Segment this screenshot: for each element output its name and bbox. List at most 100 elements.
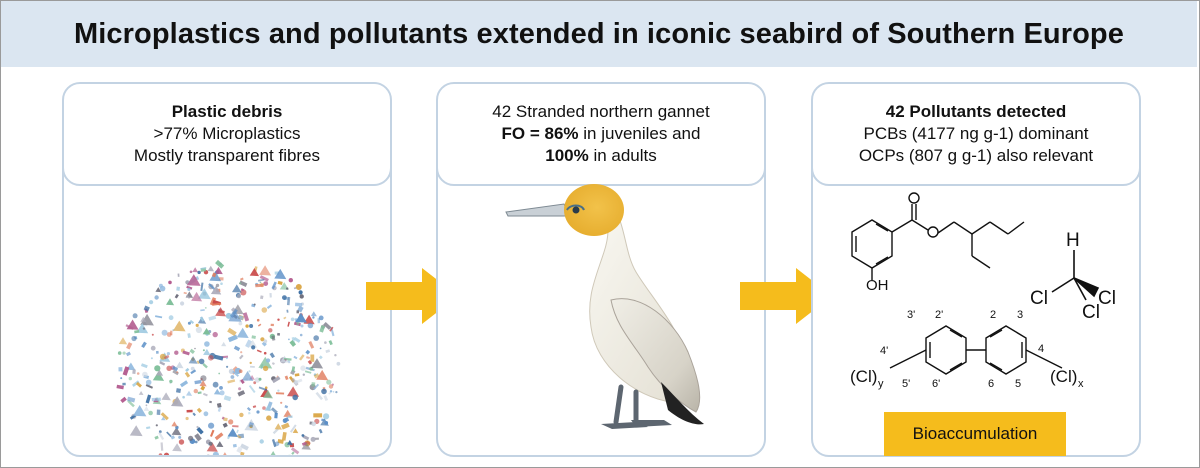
plastic-particle	[202, 349, 205, 352]
plastic-particle	[266, 415, 272, 421]
plastic-particle	[212, 381, 219, 388]
plastic-particle	[248, 384, 256, 394]
plastic-particle	[186, 285, 193, 290]
fo-juveniles: FO = 86% in juveniles and	[501, 124, 701, 143]
plastic-particle	[246, 406, 252, 412]
microplastic-percent: >77% Microplastics	[153, 124, 301, 143]
plastic-particle	[200, 282, 204, 291]
plastic-particle	[299, 294, 304, 299]
plastic-particle	[131, 335, 137, 342]
plastic-particle	[223, 417, 228, 422]
plastic-particle	[299, 354, 305, 361]
plastic-particle	[217, 406, 222, 412]
plastic-particle	[207, 265, 215, 272]
plastic-particle	[126, 396, 136, 403]
plastic-particle	[255, 283, 264, 288]
plastic-particle	[155, 287, 162, 293]
title-banner: Microplastics and pollutants extended in…	[1, 1, 1197, 67]
plastic-particle	[125, 351, 131, 357]
plastic-particle	[116, 384, 124, 390]
plastic-panel: Plastic debris >77% Microplastics Mostly…	[62, 82, 392, 457]
plastic-particle	[240, 379, 245, 385]
plastic-particle	[294, 302, 303, 307]
plastic-particle	[142, 327, 146, 330]
plastic-particle	[172, 369, 179, 376]
plastic-particle	[266, 304, 273, 310]
plastic-particle	[299, 333, 303, 337]
plastic-particle	[133, 405, 147, 417]
plastic-particle	[313, 373, 320, 379]
plastic-particle	[140, 313, 154, 326]
plastic-particle	[132, 313, 138, 319]
plastic-particle	[301, 441, 311, 450]
plastic-particle	[132, 380, 140, 387]
plastic-particle	[304, 370, 312, 374]
plastic-particle	[271, 362, 275, 366]
plastic-particle	[196, 407, 202, 414]
plastic-particle	[171, 396, 184, 407]
plastic-particle	[294, 373, 300, 377]
plastic-particle	[211, 272, 217, 278]
plastic-particle	[323, 413, 330, 420]
plastic-particle	[166, 298, 175, 306]
plastic-particle	[248, 339, 258, 348]
plastic-particle	[196, 426, 204, 435]
plastic-particle	[283, 316, 287, 320]
plastic-particle	[194, 440, 198, 444]
bioaccumulation-label: Bioaccumulation	[884, 412, 1066, 456]
plastic-particle	[335, 391, 338, 394]
plastic-particle	[228, 368, 234, 374]
plastic-particle	[269, 352, 275, 359]
plastic-particle	[230, 375, 235, 379]
plastic-particle	[208, 315, 217, 321]
plastic-particle	[228, 419, 234, 425]
plastic-particle	[197, 270, 201, 275]
plastic-particle	[240, 289, 247, 296]
plastic-particle	[262, 365, 269, 372]
plastic-particle	[187, 333, 191, 339]
plastic-particle	[290, 317, 295, 322]
plastic-particle	[259, 275, 269, 282]
plastic-particle	[170, 435, 176, 440]
plastic-particle	[270, 323, 274, 327]
plastic-particle	[174, 293, 179, 299]
plastic-particle	[176, 371, 179, 374]
plastic-particle	[151, 397, 161, 402]
plastic-particle	[190, 369, 197, 375]
plastic-particle	[158, 432, 165, 441]
plastic-particle	[261, 341, 267, 347]
plastic-particle	[272, 428, 279, 435]
plastic-particle	[319, 325, 326, 333]
gannet-panel: 42 Stranded northern gannet FO = 86% in …	[436, 82, 766, 457]
plastic-particle	[326, 379, 332, 385]
plastic-particle	[325, 349, 331, 354]
plastic-particle	[175, 425, 179, 430]
plastic-particle	[300, 324, 304, 328]
plastic-particle	[194, 433, 202, 442]
plastic-particle	[274, 412, 278, 419]
plastic-particle	[120, 396, 127, 404]
plastic-particle	[132, 369, 136, 374]
plastic-particle	[168, 315, 174, 321]
plastic-particle	[126, 342, 133, 350]
plastic-particle	[203, 348, 211, 356]
plastic-particle	[226, 365, 229, 368]
plastic-particle	[310, 436, 316, 442]
plastic-particle	[227, 327, 237, 337]
plastic-particle	[215, 283, 220, 288]
plastic-particle	[298, 290, 303, 295]
plastic-particle	[321, 388, 327, 395]
plastic-particle	[240, 443, 249, 451]
plastic-particle	[122, 366, 130, 376]
plastic-particle	[186, 294, 191, 299]
plastic-particle	[237, 314, 242, 319]
plastic-particle	[178, 439, 185, 445]
plastic-particle	[134, 329, 140, 334]
plastic-particle	[316, 369, 329, 381]
plastic-particle	[310, 358, 324, 369]
plastic-particle	[283, 409, 292, 418]
plastic-particle	[145, 379, 152, 386]
plastic-particle	[251, 345, 256, 350]
plastic-particle	[292, 394, 298, 401]
plastic-particle	[171, 421, 178, 427]
